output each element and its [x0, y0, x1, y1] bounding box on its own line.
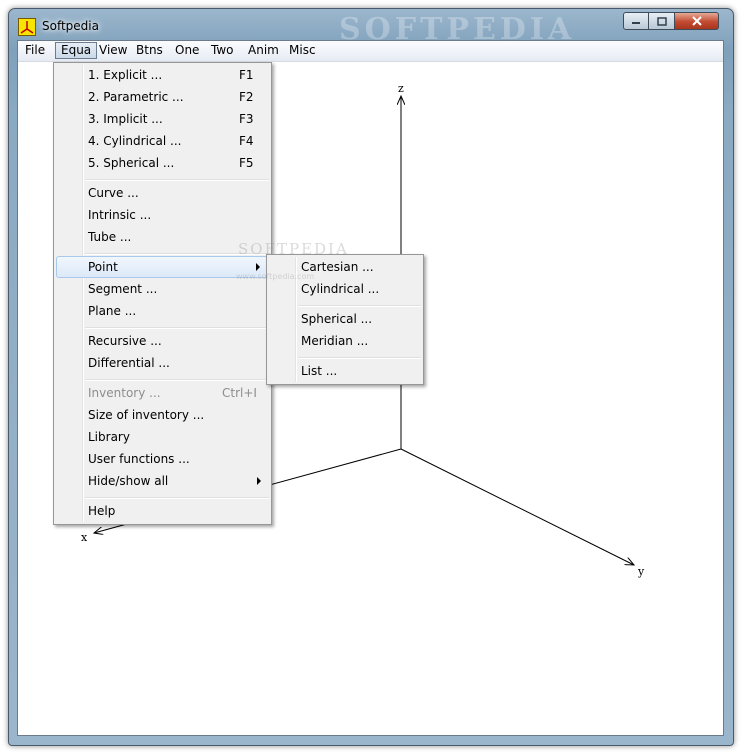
menu-item-label: Recursive ...	[88, 334, 162, 348]
menu-item-implicit[interactable]: 3. Implicit ... F3	[56, 108, 269, 130]
menu-item-label: Cylindrical ...	[301, 282, 380, 296]
menu-item-label: Plane ...	[88, 304, 137, 318]
menu-file[interactable]: File	[25, 43, 46, 57]
menu-item-label: 4. Cylindrical ...	[88, 134, 182, 148]
close-icon	[691, 16, 702, 26]
menu-separator	[298, 305, 421, 307]
equa-menu: 1. Explicit ... F1 2. Parametric ... F2 3.…	[53, 62, 272, 525]
menu-separator	[298, 357, 421, 359]
y-axis-label: y	[637, 565, 645, 578]
y-axis	[400, 448, 634, 565]
shortcut-label: F5	[239, 156, 254, 170]
window-title: Softpedia	[42, 19, 99, 33]
menu-item-tube[interactable]: Tube ...	[56, 226, 269, 248]
menu-item-label: 3. Implicit ...	[88, 112, 163, 126]
menu-gutter	[295, 257, 297, 382]
menu-item-label: Meridian ...	[301, 334, 369, 348]
shortcut-label: F2	[239, 90, 254, 104]
menu-item-differential[interactable]: Differential ...	[56, 352, 269, 374]
menu-item-plane[interactable]: Plane ...	[56, 300, 269, 322]
menu-gutter	[82, 65, 84, 522]
app-icon	[18, 18, 36, 36]
menu-item-recursive[interactable]: Recursive ...	[56, 330, 269, 352]
menu-item-label: Tube ...	[88, 230, 132, 244]
menu-two[interactable]: Two	[211, 43, 234, 57]
menu-item-explicit[interactable]: 1. Explicit ... F1	[56, 64, 269, 86]
menu-anim[interactable]: Anim	[248, 43, 279, 57]
menu-item-spherical-point[interactable]: Spherical ...	[269, 308, 421, 330]
menu-misc[interactable]: Misc	[289, 43, 316, 57]
menu-view[interactable]: View	[99, 43, 128, 57]
menu-item-spherical[interactable]: 5. Spherical ... F5	[56, 152, 269, 174]
menu-item-label: Intrinsic ...	[88, 208, 152, 222]
menu-item-library[interactable]: Library	[56, 426, 269, 448]
menu-item-label: Library	[88, 430, 130, 444]
submenu-arrow-icon	[256, 263, 260, 271]
close-button[interactable]	[675, 12, 719, 30]
menu-item-label: 1. Explicit ...	[88, 68, 163, 82]
menu-item-list[interactable]: List ...	[269, 360, 421, 382]
menu-separator	[85, 379, 269, 381]
menu-item-label: Point	[88, 260, 118, 274]
menu-separator	[85, 327, 269, 329]
menu-item-label: Spherical ...	[301, 312, 373, 326]
x-axis-label: x	[81, 531, 88, 544]
menu-item-label: Differential ...	[88, 356, 170, 370]
shortcut-label: Ctrl+I	[222, 386, 257, 400]
shortcut-label: F4	[239, 134, 254, 148]
menu-item-label: Inventory ...	[88, 386, 161, 400]
menu-separator	[85, 253, 269, 255]
menu-item-label: Hide/show all	[88, 474, 169, 488]
menu-item-cylindrical-point[interactable]: Cylindrical ...	[269, 278, 421, 300]
menu-item-intrinsic[interactable]: Intrinsic ...	[56, 204, 269, 226]
menu-item-help[interactable]: Help	[56, 500, 269, 522]
menu-item-user-functions[interactable]: User functions ...	[56, 448, 269, 470]
menu-item-hide-show-all[interactable]: Hide/show all	[56, 470, 269, 492]
menu-separator	[85, 497, 269, 499]
menu-bar: File Equa View Btns One Two Anim Misc	[18, 41, 723, 62]
menu-item-label: 5. Spherical ...	[88, 156, 175, 170]
minimize-button[interactable]	[623, 12, 649, 30]
menu-one[interactable]: One	[175, 43, 200, 57]
menu-item-label: Size of inventory ...	[88, 408, 205, 422]
menu-item-label: 2. Parametric ...	[88, 90, 184, 104]
shortcut-label: F1	[239, 68, 254, 82]
menu-item-size-of-inventory[interactable]: Size of inventory ...	[56, 404, 269, 426]
menu-item-label: Segment ...	[88, 282, 158, 296]
menu-item-inventory[interactable]: Inventory ... Ctrl+I	[56, 382, 269, 404]
menu-item-label: Cartesian ...	[301, 260, 374, 274]
app-window: Softpedia SOFTPEDIA File Equa View Btns …	[8, 8, 734, 746]
softpedia-watermark-url: www.softpedia.com	[236, 272, 315, 281]
menu-item-meridian[interactable]: Meridian ...	[269, 330, 421, 352]
menu-item-label: User functions ...	[88, 452, 190, 466]
menu-item-cartesian[interactable]: Cartesian ...	[269, 256, 421, 278]
minimize-icon	[632, 22, 640, 24]
menu-btns[interactable]: Btns	[136, 43, 163, 57]
menu-item-label: Curve ...	[88, 186, 139, 200]
menu-item-label: Help	[88, 504, 116, 518]
submenu-arrow-icon	[257, 477, 261, 485]
menu-item-parametric[interactable]: 2. Parametric ... F2	[56, 86, 269, 108]
menu-item-cylindrical[interactable]: 4. Cylindrical ... F4	[56, 130, 269, 152]
menu-item-segment[interactable]: Segment ...	[56, 278, 269, 300]
menu-item-label: List ...	[301, 364, 338, 378]
maximize-button[interactable]	[649, 12, 675, 30]
softpedia-watermark: SOFTPEDIA	[238, 240, 349, 258]
shortcut-label: F3	[239, 112, 254, 126]
menu-item-point[interactable]: Point	[56, 256, 269, 278]
z-axis-label: z	[398, 82, 404, 95]
point-submenu: Cartesian ... Cylindrical ... Spherical …	[266, 254, 424, 385]
menu-equa[interactable]: Equa	[55, 42, 98, 59]
menu-separator	[85, 179, 269, 181]
maximize-icon	[656, 16, 667, 26]
menu-item-curve[interactable]: Curve ...	[56, 182, 269, 204]
